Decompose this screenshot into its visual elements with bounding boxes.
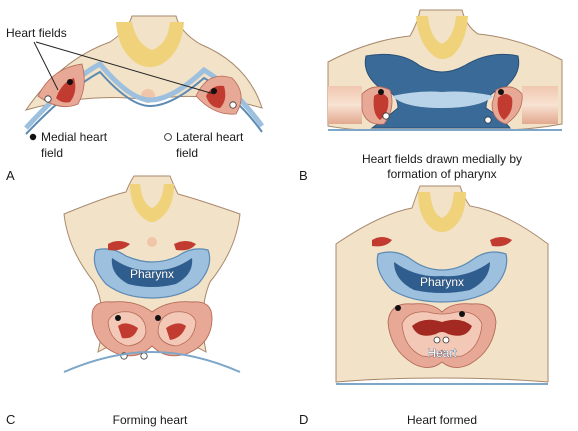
notochord-c (147, 237, 157, 247)
pharynx-label-c: Pharynx (130, 267, 174, 281)
medial-heart-field-dot (459, 311, 465, 317)
panel-letter: A (6, 168, 15, 183)
medial-heart-field-dot (378, 89, 384, 95)
panel-d: Pharynx Heart Heart formed D (299, 185, 549, 427)
lateral-heart-field-dot (229, 101, 237, 109)
callout-line (33, 41, 59, 91)
medial-heart-field-dot (395, 305, 401, 311)
lateral-heart-field-dot (44, 95, 52, 103)
legend-lateral-label-2: field (176, 146, 198, 160)
lateral-heart-field-dot (140, 352, 148, 360)
heart-field-right-inner-b (497, 94, 513, 120)
medial-heart-field-dot (498, 89, 504, 95)
heart-tube-d (412, 319, 472, 336)
heart-field-bar-right-d (490, 237, 512, 247)
neural-tube-a (116, 22, 184, 67)
panel-letter: B (299, 168, 308, 183)
caption-b-2: formation of pharynx (387, 167, 496, 181)
panel-letter: D (299, 412, 308, 427)
base-line-c (63, 350, 241, 373)
lateral-heart-field-dot (382, 112, 390, 120)
legend-lateral-label: Lateral heart (176, 130, 244, 144)
panel-letter: C (6, 412, 15, 427)
legend-medial-label-2: field (41, 146, 63, 160)
pharynx-lumen-c (111, 258, 193, 287)
legend-open-dot-icon (164, 133, 172, 141)
pharynx-lumen-d (394, 262, 490, 293)
heart-field-bar-right-c (174, 241, 196, 251)
callout-line (35, 41, 215, 95)
heart-field-bar-left-c (108, 241, 130, 251)
medial-heart-field-dot (155, 315, 161, 321)
lateral-heart-field-dot (442, 336, 450, 344)
neural-tube-c (130, 184, 174, 222)
panel-c: Pharynx Forming heart C (6, 175, 241, 427)
tube-right-b (522, 86, 558, 124)
heart-tube-right-c (166, 323, 186, 340)
panel-a: Heart fields Medial heart field Lateral … (6, 15, 265, 183)
tube-left-b (328, 86, 362, 124)
caption-d: Heart formed (407, 413, 477, 427)
lateral-heart-field-dot (484, 116, 492, 124)
pharynx-label-d: Pharynx (420, 275, 464, 289)
medial-heart-field-dot (211, 88, 217, 94)
heart-field-right-a (206, 85, 226, 108)
panel-b: Heart fields drawn medially by formation… (299, 9, 563, 183)
lateral-heart-field-dot (433, 336, 441, 344)
heart-field-bar-left-d (372, 237, 392, 247)
neural-tube-b (416, 16, 468, 59)
heart-label-d: Heart (427, 346, 457, 360)
heart-tube-left-c (118, 323, 138, 339)
pharynx-lumen-b (392, 91, 494, 108)
caption-b: Heart fields drawn medially by (362, 152, 522, 166)
legend-medial-label: Medial heart (41, 130, 108, 144)
caption-c: Forming heart (113, 413, 188, 427)
medial-heart-field-dot (67, 79, 73, 85)
legend-filled-dot-icon (29, 133, 37, 141)
neural-tube-d (418, 192, 466, 232)
medial-heart-field-dot (115, 315, 121, 321)
heart-fields-callout: Heart fields (6, 26, 67, 40)
